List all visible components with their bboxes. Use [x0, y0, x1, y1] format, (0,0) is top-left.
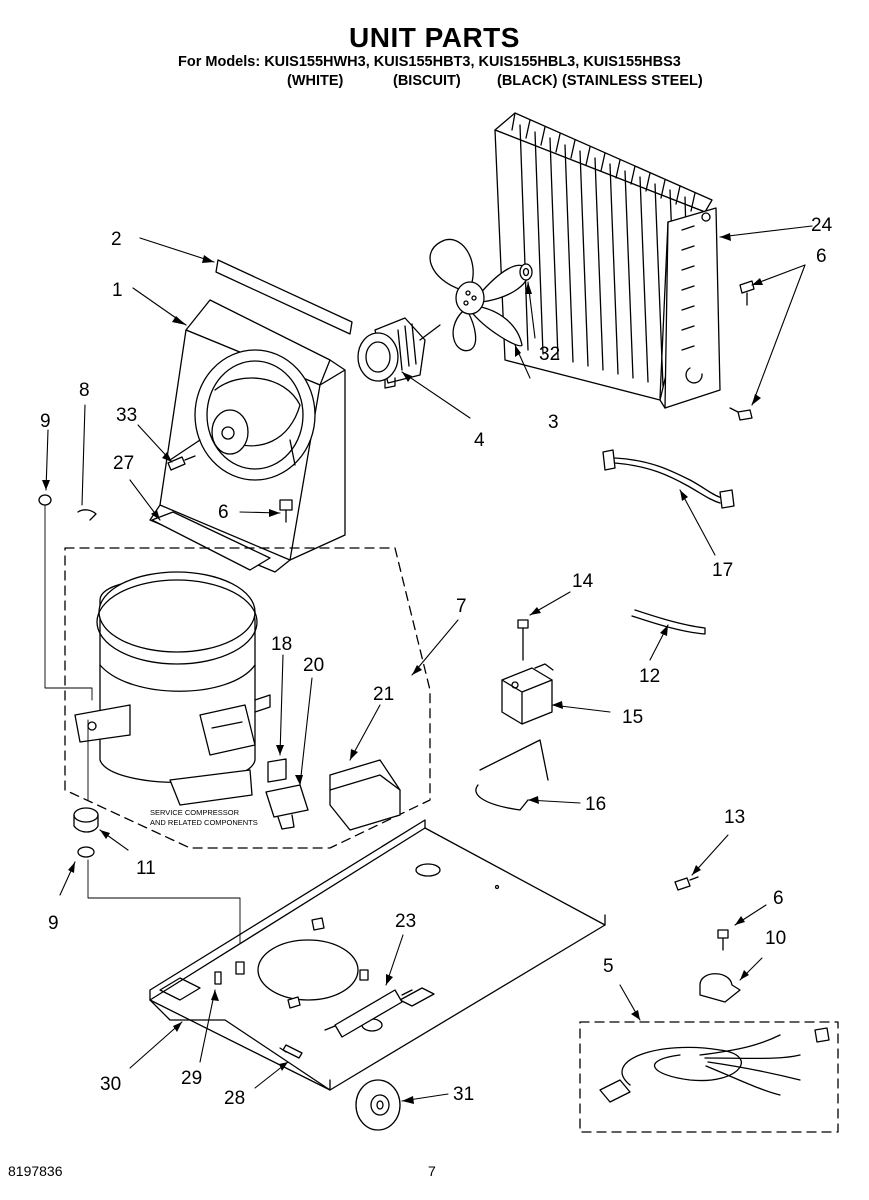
callout-21: 21 — [373, 684, 394, 705]
screw-29 — [214, 971, 222, 985]
callout-6-clamp: 6 — [773, 888, 784, 909]
callout-5: 5 — [603, 956, 614, 977]
variant-black: (BLACK) — [497, 73, 558, 89]
screw-14 — [517, 619, 529, 661]
callout-17: 17 — [712, 560, 733, 581]
cover-21 — [329, 759, 401, 831]
overload-20 — [265, 784, 309, 830]
callout-27: 27 — [113, 453, 134, 474]
screw-6-condenser-top — [739, 280, 755, 306]
callout-8: 8 — [79, 380, 90, 401]
callout-31: 31 — [453, 1084, 474, 1105]
wheel-31 — [355, 1079, 401, 1131]
document-number: 8197836 — [8, 1163, 63, 1179]
models-line: For Models: KUIS155HWH3, KUIS155HBT3, KU… — [178, 54, 681, 70]
solenoid-15 — [501, 663, 554, 725]
grommet-9-top — [38, 494, 52, 506]
callout-7: 7 — [456, 596, 467, 617]
base-pan — [149, 819, 606, 1091]
clip-8 — [77, 509, 97, 521]
bracket-27 — [151, 511, 271, 571]
fan-blade — [429, 238, 529, 352]
callout-15: 15 — [622, 707, 643, 728]
page-title: UNIT PARTS — [349, 22, 520, 53]
wire-harness-17 — [602, 449, 735, 509]
callout-16: 16 — [585, 794, 606, 815]
bracket-16 — [475, 739, 549, 811]
screw-6-clamp — [717, 929, 729, 951]
drier-23 — [324, 989, 413, 1038]
callout-10: 10 — [765, 928, 786, 949]
spacer-11 — [73, 807, 99, 833]
callout-30: 30 — [100, 1074, 121, 1095]
compressor-assembly-boundary — [64, 547, 431, 849]
screw-13 — [674, 876, 699, 891]
callout-20: 20 — [303, 655, 324, 676]
compressor — [74, 571, 271, 806]
callout-2: 2 — [111, 229, 122, 250]
callout-29: 29 — [181, 1068, 202, 1089]
callout-14: 14 — [572, 571, 594, 592]
callout-18: 18 — [271, 634, 292, 655]
power-cord-5 — [599, 1027, 830, 1103]
relay-18 — [267, 758, 287, 783]
callout-11: 11 — [136, 858, 156, 879]
callout-12: 12 — [639, 666, 660, 687]
callout-33: 33 — [116, 405, 137, 426]
clamp-10 — [699, 973, 741, 1003]
callout-3: 3 — [548, 412, 559, 433]
callout-6-condenser: 6 — [816, 246, 827, 267]
gasket-strip — [215, 259, 353, 335]
callout-9-bottom: 9 — [48, 913, 59, 934]
variant-white: (WHITE) — [287, 73, 344, 89]
callout-1: 1 — [112, 280, 123, 301]
callout-24: 24 — [811, 215, 833, 236]
power-cord-boundary — [579, 1021, 839, 1133]
screw-6-shroud — [279, 499, 293, 523]
washer-32 — [519, 263, 533, 281]
variant-stainless: (STAINLESS STEEL) — [562, 73, 703, 89]
callout-32: 32 — [539, 344, 560, 365]
condenser — [494, 112, 721, 409]
bolt-28 — [279, 1044, 303, 1059]
screw-33 — [167, 455, 196, 471]
page-number: 7 — [428, 1163, 436, 1179]
callout-9-top: 9 — [40, 411, 51, 432]
callout-4: 4 — [474, 430, 485, 451]
callout-13: 13 — [724, 807, 745, 828]
variant-biscuit: (BISCUIT) — [393, 73, 461, 89]
tube-12 — [631, 609, 706, 635]
callout-28: 28 — [224, 1088, 245, 1109]
callout-23: 23 — [395, 911, 416, 932]
screw-6-condenser-bottom — [729, 407, 753, 421]
service-note-line-1: SERVICE COMPRESSOR — [150, 808, 240, 817]
grommet-9-bottom — [77, 846, 95, 858]
service-note-line-2: AND RELATED COMPONENTS — [150, 818, 258, 827]
callout-6-shroud: 6 — [218, 502, 229, 523]
fan-motor — [357, 317, 441, 389]
